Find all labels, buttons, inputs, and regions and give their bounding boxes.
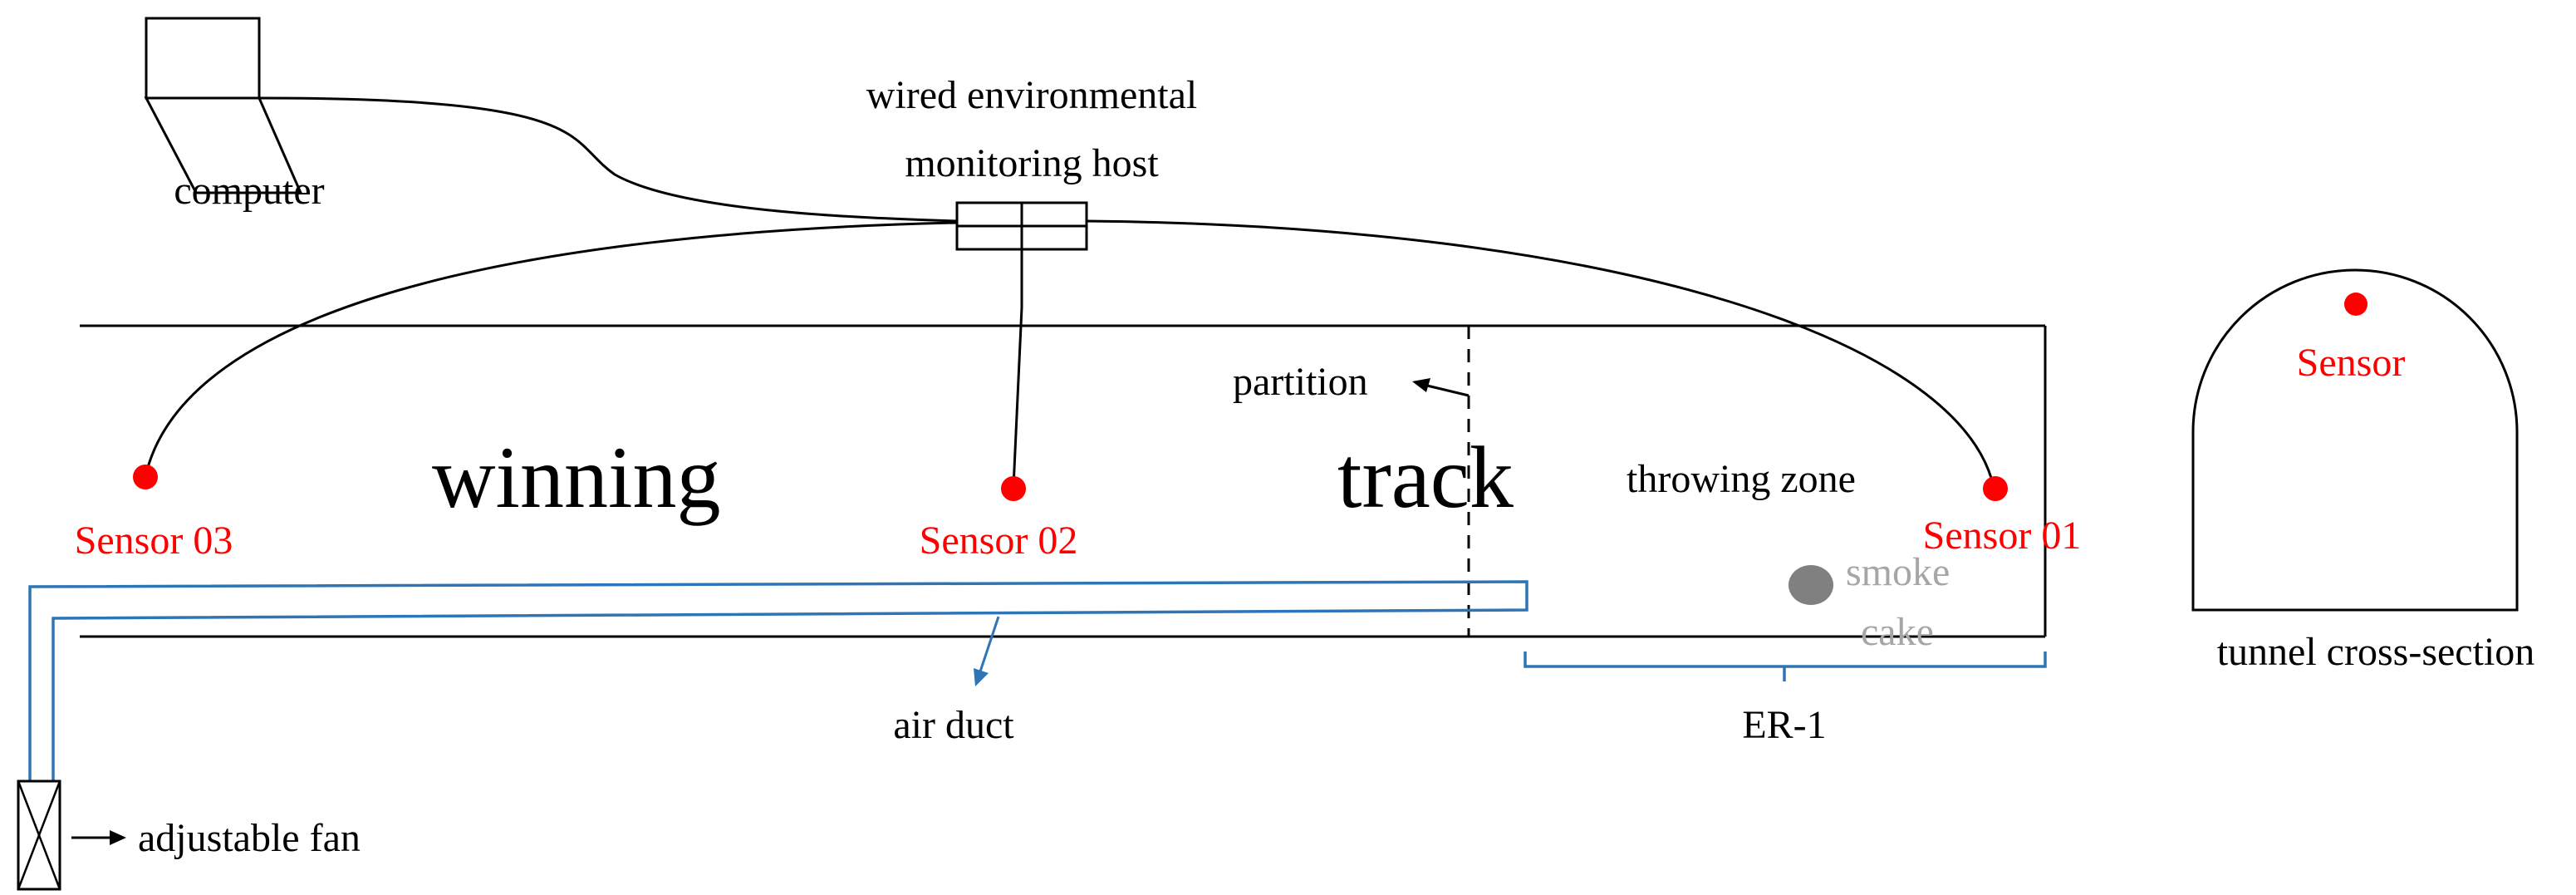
sensor-03-label: Sensor 03: [75, 519, 233, 563]
air-duct-arrow-icon: [974, 616, 1000, 686]
sensor-01-label: Sensor 01: [1923, 514, 2082, 558]
smoke-cake-dot: [1788, 565, 1833, 605]
cross-section-sensor-dot: [2344, 293, 2367, 316]
sensor-03-cable: [144, 221, 958, 478]
partition-arrow-icon: [1412, 378, 1470, 397]
track-label: track: [1337, 429, 1514, 526]
throwing-zone-label: throwing zone: [1627, 457, 1856, 501]
sensor-03-dot: [133, 465, 158, 489]
er1-label: ER-1: [1742, 703, 1826, 747]
cross-section-sensor-label: Sensor: [2297, 341, 2406, 385]
smoke-label-line2: cake: [1861, 610, 1934, 654]
computer-label: computer: [174, 169, 324, 213]
air-duct-label: air duct: [893, 703, 1014, 747]
sensor-02-cable: [1012, 249, 1023, 488]
fan-icon: [17, 779, 61, 891]
host-label-line2: monitoring host: [905, 141, 1159, 185]
sensor-01-dot: [1983, 476, 2008, 501]
air-duct: [28, 580, 1528, 781]
partition-label: partition: [1233, 360, 1368, 404]
fan-arrow-icon: [71, 830, 126, 845]
monitoring-host-icon: [955, 201, 1088, 251]
host-label-line1: wired environmental: [866, 73, 1198, 117]
er1-bracket: [1524, 652, 2047, 681]
computer-icon: [144, 17, 303, 194]
sensor-02-label: Sensor 02: [920, 519, 1078, 563]
sensor-01-cable: [1086, 219, 1995, 488]
smoke-label-line1: smoke: [1846, 550, 1950, 594]
tunnel-cross-section: [2191, 268, 2519, 612]
adjustable-fan-label: adjustable fan: [138, 816, 361, 860]
computer-cable: [258, 96, 958, 223]
sensor-02-dot: [1001, 476, 1026, 501]
cross-section-label: tunnel cross-section: [2217, 630, 2535, 674]
winning-label: winning: [432, 429, 720, 526]
